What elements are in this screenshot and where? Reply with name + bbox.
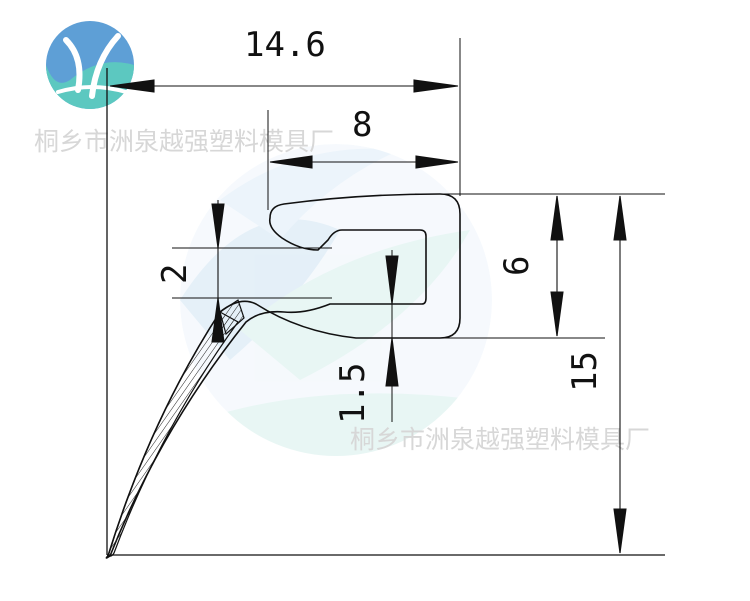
arrow-bottom-overall-height	[613, 508, 627, 554]
arrow-right-overall-width	[413, 79, 459, 93]
arrow-bottom-wall-thickness	[385, 337, 399, 387]
watermark-text-bottom: 桐乡市洲泉越强塑料模具厂	[350, 425, 650, 454]
watermark-text-top: 桐乡市洲泉越强塑料模具厂	[34, 127, 334, 156]
arrow-bottom-groove-height	[211, 297, 225, 343]
label-opening-width: 8	[352, 105, 372, 145]
frame-lines	[106, 68, 665, 556]
profile-outline	[105, 193, 461, 559]
arrow-left-overall-width	[109, 79, 155, 93]
clip-profile-path	[105, 193, 461, 559]
company-logo-icon	[46, 21, 134, 109]
hatched-rigid-strip	[107, 311, 239, 557]
label-overall-width: 14.6	[244, 25, 326, 65]
arrow-right-opening-width	[415, 155, 459, 169]
label-overall-height: 15	[565, 351, 605, 392]
arrow-top-groove-height	[211, 203, 225, 249]
arrow-top-clip-height	[550, 195, 564, 241]
arrow-top-overall-height	[613, 195, 627, 241]
label-wall-thickness: 1.5	[333, 363, 373, 424]
arrow-top-wall-thickness	[385, 255, 399, 305]
arrow-left-opening-width	[269, 155, 313, 169]
label-groove-height: 2	[155, 264, 195, 284]
arrow-bottom-clip-height	[550, 291, 564, 337]
dimension-lines	[109, 79, 627, 554]
hatched-joint	[219, 299, 245, 336]
label-clip-height: 6	[497, 256, 537, 276]
